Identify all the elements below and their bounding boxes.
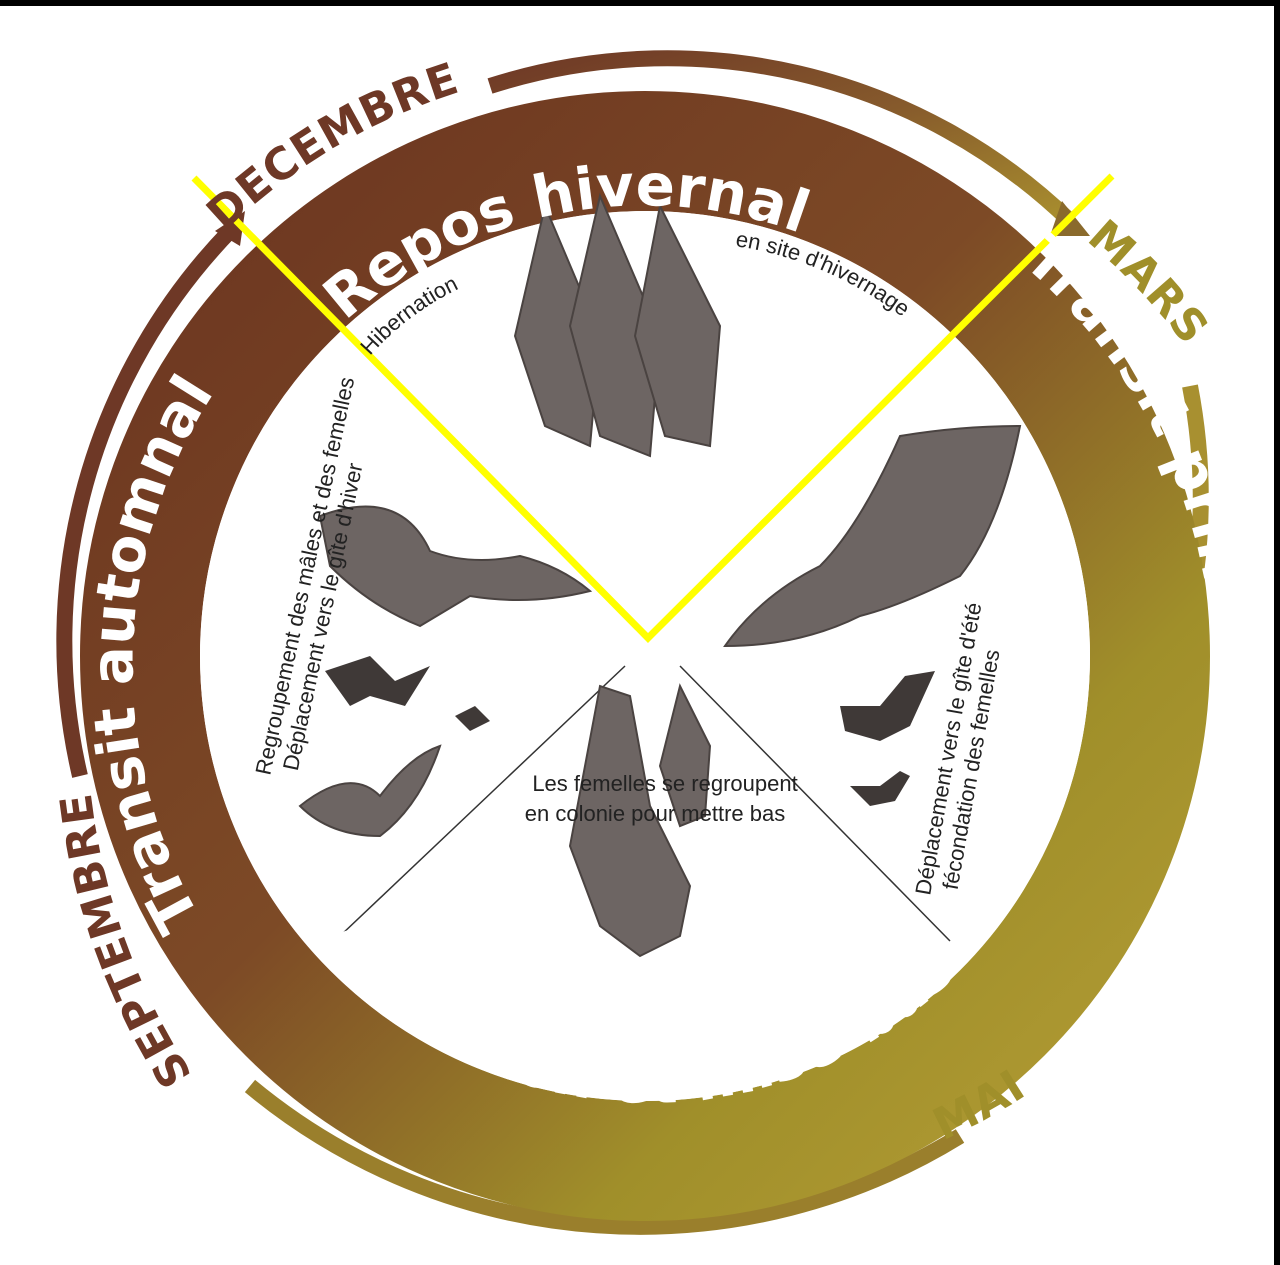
cycle-svg: Repos hivernal Transit printanier Gestat… xyxy=(0,6,1274,1265)
note-summer-line2: en colonie pour mettre bas xyxy=(525,801,786,826)
note-summer-line1: Les femelles se regroupent xyxy=(532,771,797,796)
